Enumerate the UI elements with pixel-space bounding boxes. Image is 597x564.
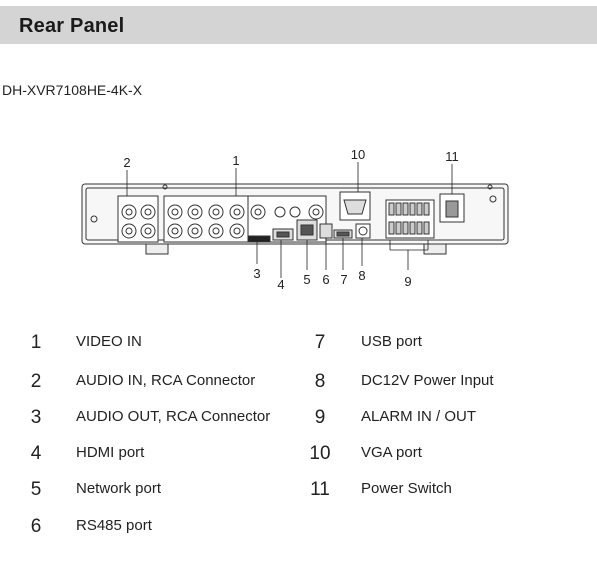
legend-label: VIDEO IN bbox=[76, 333, 142, 350]
callout-1: 1 bbox=[232, 153, 239, 168]
audio-in-connectors bbox=[121, 204, 156, 239]
legend-label: Network port bbox=[76, 480, 162, 497]
legend-label: AUDIO IN, RCA Connector bbox=[76, 372, 256, 389]
legend-label: HDMI port bbox=[76, 444, 145, 461]
model-number: DH-XVR7108HE-4K-X bbox=[2, 82, 143, 98]
legend-number: 6 bbox=[30, 516, 42, 537]
legend-number: 2 bbox=[30, 371, 42, 392]
legend-label: Power Switch bbox=[361, 480, 452, 497]
foot-right bbox=[423, 243, 447, 255]
callout-2: 2 bbox=[123, 155, 130, 170]
callout-5: 5 bbox=[303, 272, 310, 287]
legend-number: 5 bbox=[30, 479, 42, 500]
legend-number: 8 bbox=[314, 371, 326, 392]
callout-9: 9 bbox=[404, 274, 411, 289]
audio-in-block bbox=[117, 195, 159, 243]
callout-8: 8 bbox=[358, 268, 365, 283]
legend-label: USB port bbox=[361, 333, 422, 350]
screw-icon bbox=[487, 184, 493, 190]
legend-label: RS485 port bbox=[76, 517, 152, 534]
foot-left bbox=[145, 243, 169, 255]
legend-label: VGA port bbox=[361, 444, 422, 461]
legend-number: 4 bbox=[30, 443, 42, 464]
screw-icon bbox=[489, 195, 497, 203]
legend-label: ALARM IN / OUT bbox=[361, 408, 477, 425]
legend-number: 7 bbox=[314, 332, 326, 353]
callout-7: 7 bbox=[340, 272, 347, 287]
callout-10: 10 bbox=[351, 147, 365, 162]
legend-label: DC12V Power Input bbox=[361, 372, 494, 389]
leader-9 bbox=[389, 240, 429, 270]
legend-number: 3 bbox=[30, 407, 42, 428]
legend-number: 11 bbox=[310, 479, 330, 500]
dc-power-input bbox=[355, 223, 371, 239]
rear-panel-diagram: 1 2 3 4 5 6 7 8 9 10 11 bbox=[81, 147, 509, 292]
video-in-block bbox=[163, 195, 249, 243]
callout-6: 6 bbox=[322, 272, 329, 287]
screw-icon bbox=[162, 184, 168, 190]
legend-number: 9 bbox=[314, 407, 326, 428]
section-header: Rear Panel bbox=[0, 6, 597, 44]
legend-number: 10 bbox=[309, 443, 331, 464]
legend-label: AUDIO OUT, RCA Connector bbox=[76, 408, 271, 425]
callout-4: 4 bbox=[277, 277, 284, 292]
section-title: Rear Panel bbox=[19, 15, 125, 37]
legend-number: 1 bbox=[30, 332, 42, 353]
callout-11: 11 bbox=[445, 149, 459, 164]
callout-3: 3 bbox=[253, 266, 260, 281]
rs485-port bbox=[319, 223, 333, 239]
audio-out-connector bbox=[250, 204, 266, 220]
video-in-connectors bbox=[167, 204, 245, 239]
screw-icon bbox=[90, 215, 98, 223]
